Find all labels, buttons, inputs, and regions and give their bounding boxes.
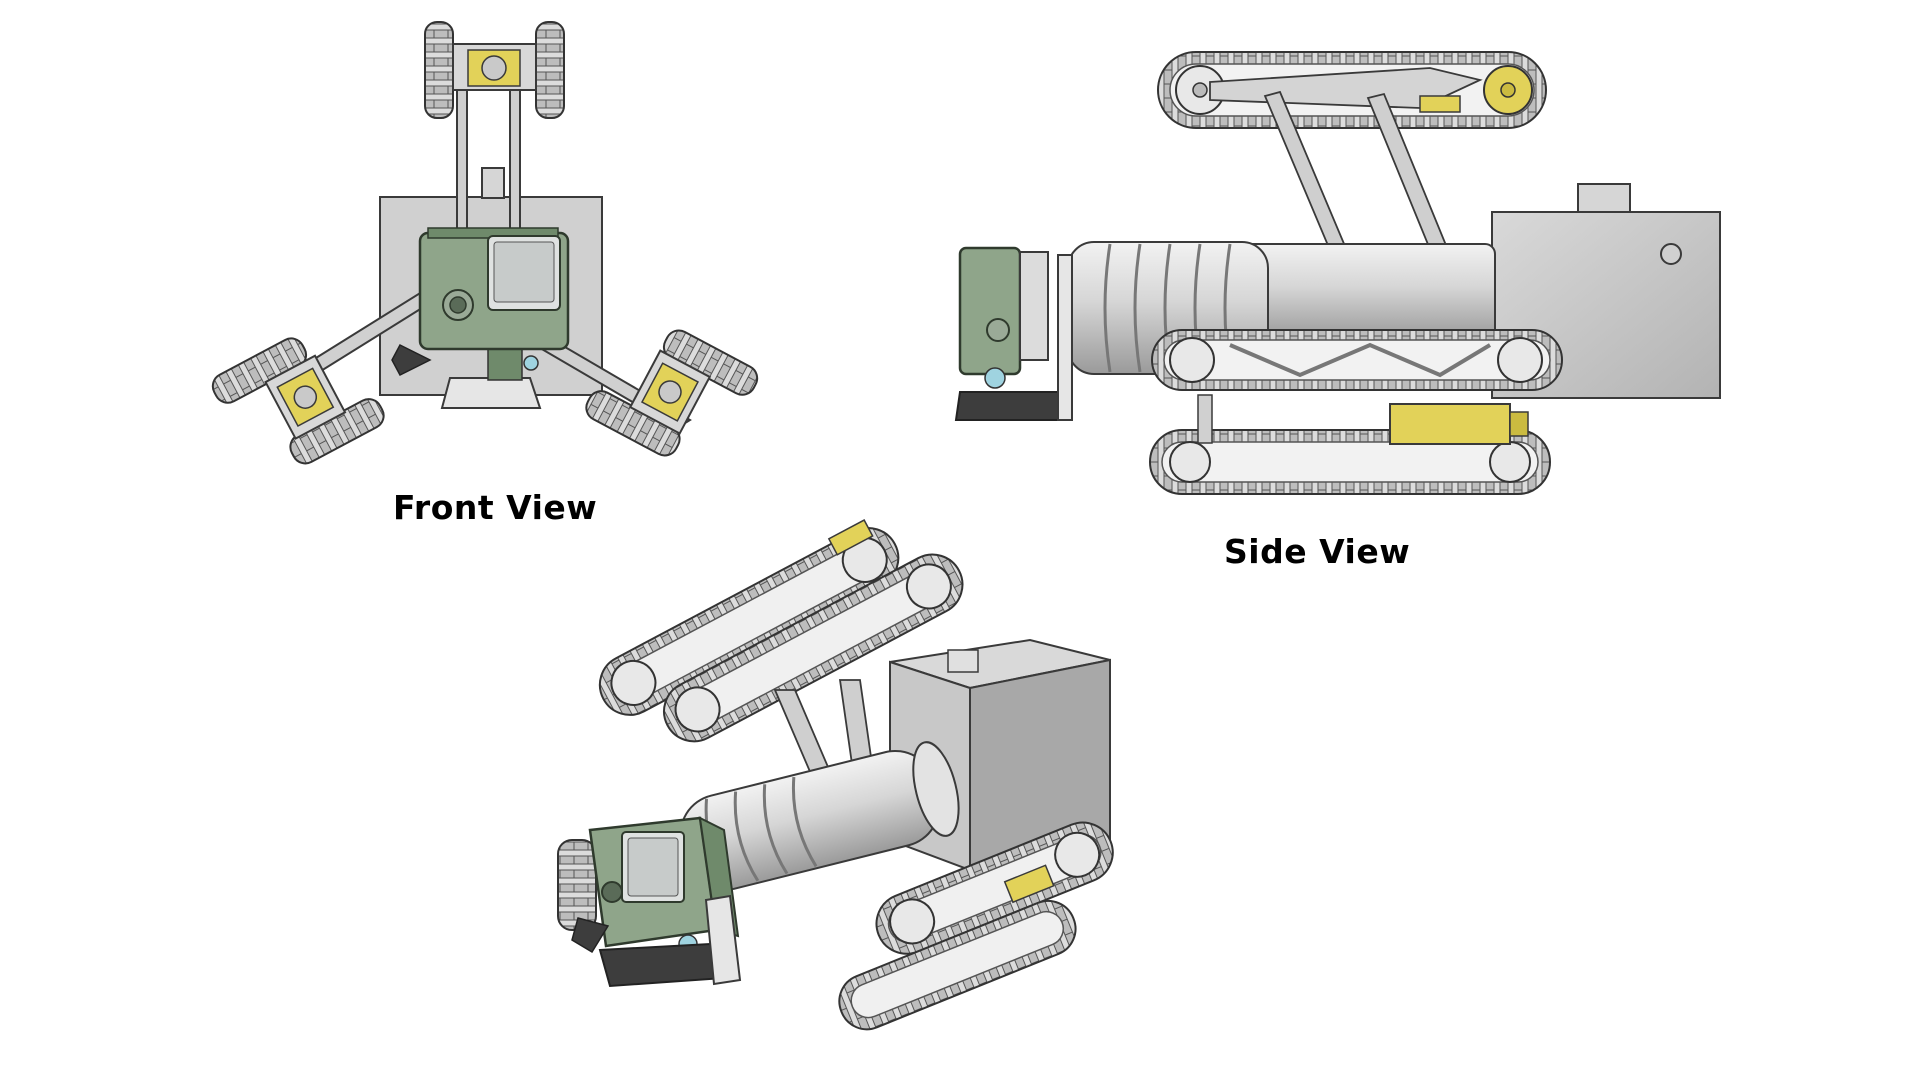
isometric-view-model <box>557 519 1114 1031</box>
side-view-label: Side View <box>1224 532 1411 571</box>
side-view-model <box>954 51 1721 495</box>
side-upper-track <box>1157 51 1547 129</box>
front-lower-right-track-assembly <box>585 329 759 457</box>
front-camera <box>418 227 570 371</box>
front-lower-left-track-assembly <box>211 337 385 465</box>
side-camera-mount <box>954 391 1068 421</box>
side-box-tab <box>1577 183 1631 213</box>
side-camera <box>958 246 1049 389</box>
front-top-block <box>481 167 505 199</box>
iso-lower-track-front <box>875 821 1114 955</box>
front-view-label: Front View <box>393 488 598 527</box>
front-camera-mount <box>440 377 542 409</box>
iso-left-tread-edge <box>557 839 597 931</box>
front-view-model <box>211 21 759 465</box>
side-bottom-track <box>1149 394 1551 495</box>
iso-lower-track-back <box>838 864 1077 1031</box>
front-camera-button <box>523 355 539 371</box>
side-lower-front-track <box>1151 329 1563 391</box>
iso-camera-mount <box>598 942 726 988</box>
iso-upper-track-right <box>663 519 964 743</box>
side-mount-bracket <box>1057 254 1073 421</box>
iso-upper-track-left <box>598 527 900 716</box>
iso-mount-plate <box>704 894 742 986</box>
front-mount-knob <box>391 344 432 376</box>
front-top-track-assembly <box>424 21 565 119</box>
side-box-hole <box>1660 243 1682 265</box>
